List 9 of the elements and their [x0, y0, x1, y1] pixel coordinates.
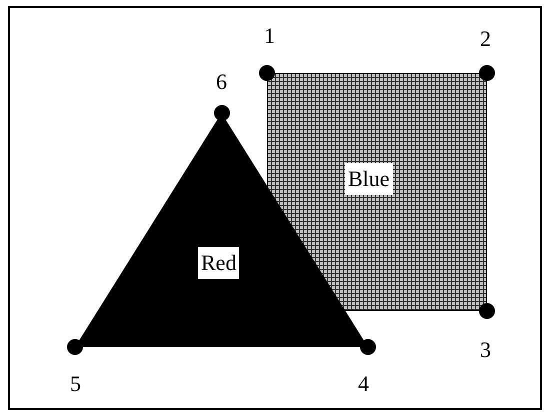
vertex-number: 2	[480, 27, 491, 51]
vertex-number: 3	[480, 338, 491, 362]
shape-label: Blue	[345, 163, 393, 195]
vertex-number: 4	[358, 372, 369, 396]
vertex-number: 1	[264, 24, 275, 48]
hatched-square	[259, 65, 495, 319]
vertex-number: 5	[70, 372, 81, 396]
vertex-number: 6	[216, 70, 227, 94]
shape-label: Red	[198, 247, 240, 279]
